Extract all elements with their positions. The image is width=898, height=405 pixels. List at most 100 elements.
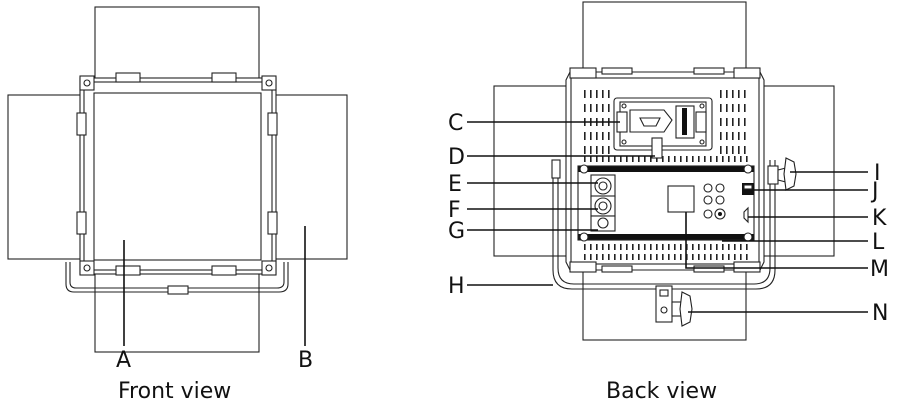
front-view: A B Front view [7, 6, 348, 404]
v-mount-plate [613, 97, 713, 151]
vent-slot [692, 244, 694, 250]
vent-slot [668, 244, 670, 250]
vent-slot [728, 156, 730, 162]
vent-slot [704, 244, 706, 250]
vent-slot [608, 132, 610, 140]
back-upper-vents [584, 90, 748, 162]
vent-slot [710, 156, 712, 162]
vent-slot [614, 254, 616, 260]
vent-slot [726, 132, 728, 140]
vent-slot [632, 156, 634, 162]
vent-slot [740, 244, 742, 250]
vent-slot [584, 132, 586, 140]
vent-slot [732, 104, 734, 112]
vent-slot [596, 146, 598, 154]
front-top-barn-door [94, 6, 260, 81]
back-yoke [557, 160, 771, 285]
vent-slot [710, 254, 712, 260]
vent-slot [590, 156, 592, 162]
vent-slot [728, 254, 730, 260]
vent-slot [732, 118, 734, 126]
vent-slot [626, 156, 628, 162]
label-i: I [874, 161, 881, 186]
vent-slot [602, 156, 604, 162]
vent-slot [716, 244, 718, 250]
vent-slot [674, 254, 676, 260]
vent-slot [720, 104, 722, 112]
vent-slot [680, 156, 682, 162]
vent-slot [716, 254, 718, 260]
front-left-barn-door [7, 94, 89, 260]
panel-button [715, 183, 725, 193]
vent-slot [602, 254, 604, 260]
vent-slot [620, 254, 622, 260]
vent-slot [620, 156, 622, 162]
back-view-caption: Back view [606, 379, 717, 404]
vent-slot [650, 156, 652, 162]
vent-slot [584, 90, 586, 98]
label-l: L [872, 230, 885, 255]
mount-lock-knob [655, 285, 693, 327]
back-top-barn-door [582, 1, 747, 79]
vent-slot [638, 244, 640, 250]
label-k: K [872, 206, 887, 231]
vent-slot [726, 118, 728, 126]
vent-slot [728, 244, 730, 250]
control-panel [577, 164, 755, 242]
vent-slot [608, 90, 610, 98]
label-c: C [448, 111, 463, 136]
vent-slot [744, 104, 746, 112]
vent-slot [720, 118, 722, 126]
vent-slot [644, 254, 646, 260]
vent-slot [596, 254, 598, 260]
vent-slot [596, 156, 598, 162]
vent-slot [590, 244, 592, 250]
vent-slot [608, 104, 610, 112]
back-lower-vents [584, 244, 748, 260]
vent-slot [674, 156, 676, 162]
label-f: F [448, 198, 461, 223]
label-n: N [872, 301, 888, 326]
vent-slot [692, 156, 694, 162]
vent-slot [596, 90, 598, 98]
vent-slot [722, 254, 724, 260]
vent-slot [734, 244, 736, 250]
front-view-caption: Front view [118, 379, 231, 404]
vent-slot [686, 156, 688, 162]
vent-slot [614, 156, 616, 162]
vent-slot [614, 244, 616, 250]
label-j: J [870, 179, 879, 204]
label-a: A [116, 348, 131, 373]
vent-slot [608, 254, 610, 260]
panel-button [703, 183, 713, 193]
vent-slot [726, 90, 728, 98]
label-b: B [298, 348, 313, 373]
vent-slot [608, 156, 610, 162]
vent-slot [746, 156, 748, 162]
vent-slot [656, 156, 658, 162]
vent-slot [584, 104, 586, 112]
vent-slot [738, 90, 740, 98]
vent-slot [584, 254, 586, 260]
vent-slot [738, 132, 740, 140]
vent-slot [608, 244, 610, 250]
vent-slot [680, 244, 682, 250]
label-d: D [448, 145, 465, 170]
vent-slot [726, 104, 728, 112]
vent-slot [732, 132, 734, 140]
front-right-barn-door [271, 94, 348, 260]
vent-slot [722, 156, 724, 162]
label-h: H [448, 274, 465, 299]
vent-slot [698, 254, 700, 260]
vent-slot [602, 132, 604, 140]
vent-slot [644, 156, 646, 162]
front-frame-inner [83, 81, 273, 271]
vent-slot [710, 244, 712, 250]
vent-slot [716, 156, 718, 162]
tilt-lock-knob-right [767, 157, 797, 191]
vent-slot [650, 254, 652, 260]
vent-slot [704, 254, 706, 260]
label-g: G [448, 219, 465, 244]
vent-slot [596, 244, 598, 250]
